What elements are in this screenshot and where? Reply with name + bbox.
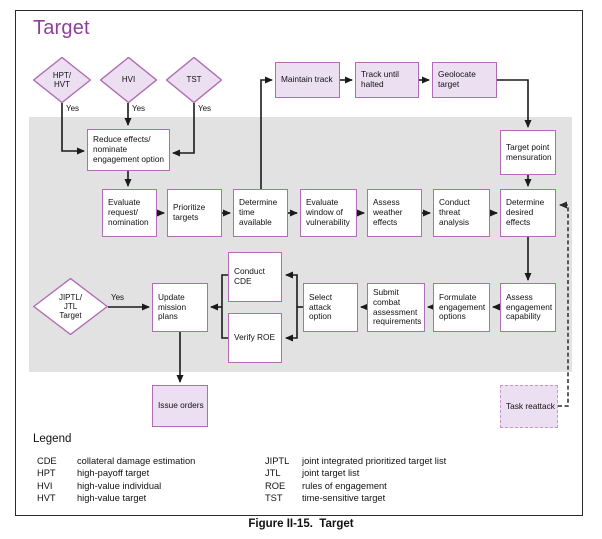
node-label: Formulate engagement options	[439, 291, 486, 322]
dashed-task-reattack-to-determine-desired	[558, 201, 569, 407]
diamond-shape	[100, 57, 157, 103]
legend-heading: Legend	[33, 433, 72, 445]
process-evaluate-window: Evaluate window of vulnerability	[300, 189, 357, 237]
process-update-mission-plans: Update mission plans	[152, 283, 208, 332]
arrow-select-to-conduct-cde	[285, 271, 298, 307]
node-label: Submit combat assessment requirements	[373, 286, 422, 327]
node-label: Target point mensuration	[506, 141, 552, 162]
legend-term: JTL	[265, 468, 281, 479]
yes-label-hvi: Yes	[132, 104, 146, 113]
decision-label: TST	[186, 75, 202, 85]
legend-definition: rules of engagement	[302, 480, 387, 491]
process-conduct-threat: Conduct threat analysis	[433, 189, 490, 237]
process-task-reattack: Task reattack	[500, 385, 558, 428]
legend-term: HVI	[37, 480, 53, 491]
legend-entry: HPT high-payoff target	[37, 467, 195, 479]
legend-term: HVT	[37, 492, 56, 503]
node-label: Track until halted	[361, 69, 399, 89]
legend-column-right: JIPTL joint integrated prioritized target…	[265, 455, 446, 504]
process-evaluate-request: Evaluate request/ nomination	[102, 189, 157, 237]
decision-jiptl-jtl-target: JIPTL/ JTL Target	[33, 278, 108, 335]
node-label: Evaluate window of vulnerability	[306, 197, 350, 227]
decision-label: JIPTL/ JTL Target	[58, 292, 83, 321]
legend-definition: high-value target	[77, 492, 147, 503]
node-label: Prioritize targets	[173, 202, 206, 222]
node-label: Assess weather effects	[373, 197, 403, 227]
process-select-attack-option: Select attack option	[303, 283, 358, 332]
legend-definition: time-sensitive target	[302, 492, 386, 503]
process-maintain-track: Maintain track	[275, 62, 340, 98]
node-label: Select attack option	[309, 291, 333, 322]
process-submit-combat-assessment: Submit combat assessment requirements	[367, 283, 425, 332]
process-prioritize-targets: Prioritize targets	[167, 189, 222, 237]
process-target-point-mensuration: Target point mensuration	[500, 130, 556, 175]
legend-entry: JTL joint target list	[265, 467, 446, 479]
node-label: Determine time available	[239, 197, 278, 227]
process-formulate-engagement-options: Formulate engagement options	[433, 283, 490, 332]
legend-definition: joint integrated prioritized target list	[302, 456, 447, 466]
legend-term: ROE	[265, 480, 286, 491]
figure-caption: Figure II-15. Target	[248, 518, 354, 530]
legend-definition: joint target list	[302, 468, 360, 479]
arrow-determine-time-to-maintain-track	[260, 76, 273, 189]
legend-term: TST	[265, 492, 283, 503]
legend-column-left: CDE collateral damage estimation HPT high-…	[37, 455, 195, 504]
node-label: Maintain track	[281, 74, 333, 85]
legend-definition: high-value individual	[77, 480, 162, 491]
legend-entry: HVI high-value individual	[37, 480, 195, 492]
yes-label-hpt: Yes	[66, 104, 80, 113]
arrow-hpt-to-reduce	[61, 103, 85, 155]
figure-title: Target	[33, 17, 90, 39]
arrow-tst-to-reduce	[172, 103, 195, 157]
yes-label-tst: Yes	[198, 104, 212, 113]
node-label: Conduct threat analysis	[439, 197, 470, 227]
legend-definition: collateral damage estimation	[77, 456, 196, 466]
legend-entry: JIPTL joint integrated prioritized target…	[265, 455, 446, 467]
arrow-geolocate-to-mensuration	[497, 79, 532, 128]
process-issue-orders: Issue orders	[152, 385, 208, 427]
process-determine-time-available: Determine time available	[233, 189, 288, 237]
node-label: Conduct CDE	[234, 266, 265, 286]
node-label: Assess engagement capability	[506, 291, 553, 322]
diamond-shape	[166, 57, 222, 103]
node-label: Geolocate target	[438, 69, 476, 89]
diamond-shape	[33, 278, 108, 335]
node-label: Reduce effects/ nominate engagement opti…	[93, 134, 165, 164]
node-label: Determine desired effects	[506, 197, 545, 227]
legend-entry: ROE rules of engagement	[265, 480, 446, 492]
process-verify-roe: Verify ROE	[228, 313, 282, 363]
arrow-select-to-verify-roe	[285, 307, 298, 342]
process-track-until-halted: Track until halted	[355, 62, 419, 98]
node-label: Issue orders	[158, 400, 204, 411]
process-assess-weather: Assess weather effects	[367, 189, 422, 237]
process-geolocate-target: Geolocate target	[432, 62, 497, 98]
legend-term: JIPTL	[265, 456, 290, 466]
legend-entry: HVT high-value target	[37, 492, 195, 504]
process-determine-desired-effects: Determine desired effects	[500, 189, 556, 237]
process-conduct-cde: Conduct CDE	[228, 252, 282, 302]
yes-label-jiptl: Yes	[111, 293, 125, 302]
decision-hvi: HVI	[100, 57, 157, 103]
decision-tst: TST	[166, 57, 222, 103]
process-reduce-effects: Reduce effects/ nominate engagement opti…	[87, 129, 170, 171]
node-label: Update mission plans	[158, 291, 187, 322]
legend-entry: CDE collateral damage estimation	[37, 455, 195, 467]
decision-label: HPT/ HVT	[52, 70, 72, 89]
decision-hpt-hvt: HPT/ HVT	[33, 57, 91, 103]
node-label: Verify ROE	[234, 332, 276, 343]
legend-term: CDE	[37, 456, 57, 466]
decision-label: HVI	[121, 75, 136, 85]
process-assess-engagement-capability: Assess engagement capability	[500, 283, 556, 332]
legend-entry: TST time-sensitive target	[265, 492, 446, 504]
diamond-shape	[33, 57, 91, 103]
node-label: Task reattack	[506, 400, 555, 411]
legend-term: HPT	[37, 468, 56, 479]
legend-definition: high-payoff target	[77, 468, 150, 479]
node-label: Evaluate request/ nomination	[108, 197, 149, 227]
